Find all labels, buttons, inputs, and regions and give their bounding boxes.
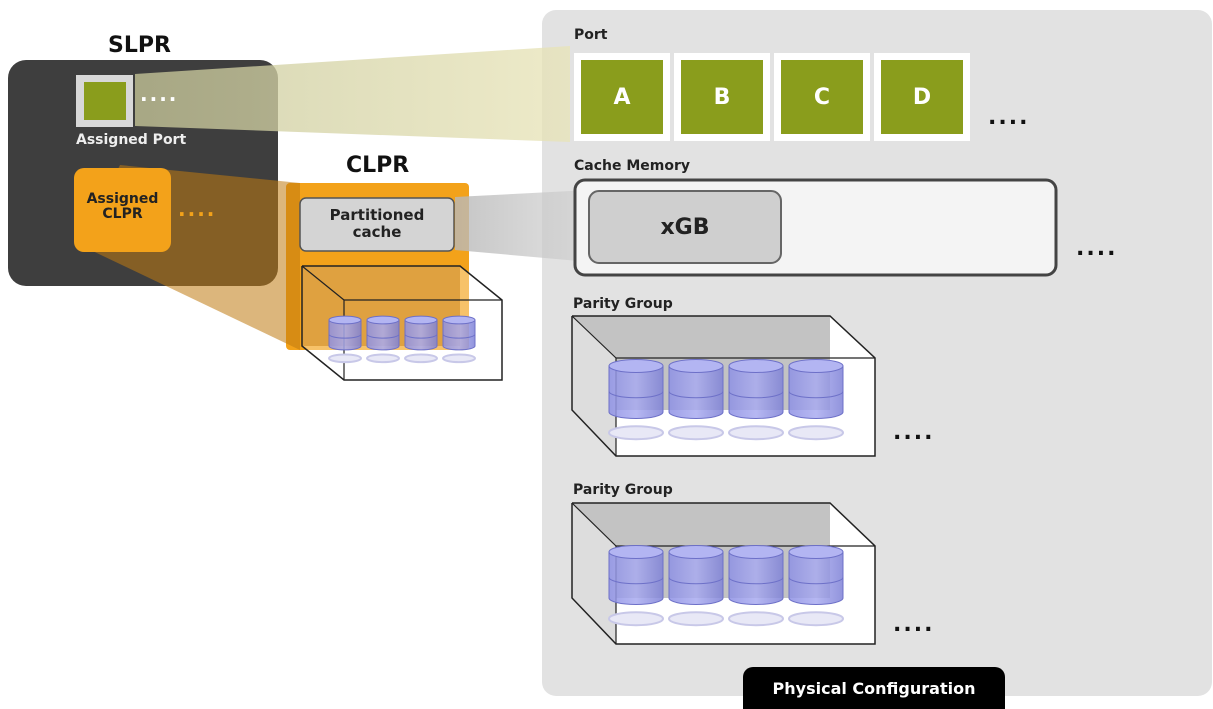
cache-size-label: xGB xyxy=(660,215,710,240)
port-c-box: C xyxy=(774,53,870,141)
port-heading: Port xyxy=(574,27,608,43)
parity-group-1-ellipsis: .... xyxy=(893,420,935,445)
slpr-clpr-ellipsis: .... xyxy=(178,197,217,221)
port-d-box: D xyxy=(874,53,970,141)
port-a-box: A xyxy=(574,53,670,141)
port-a-label: A xyxy=(581,60,663,134)
physical-configuration-label: Physical Configuration xyxy=(743,667,1005,709)
parity-group-2-ellipsis: .... xyxy=(893,612,935,637)
slpr-title: SLPR xyxy=(108,33,171,58)
parity-group-1-heading: Parity Group xyxy=(573,296,673,312)
ports-ellipsis: .... xyxy=(988,105,1030,130)
port-b-label: B xyxy=(681,60,763,134)
slpr-port-ellipsis: .... xyxy=(140,82,179,106)
port-c-label: C xyxy=(781,60,863,134)
parity-group-2-heading: Parity Group xyxy=(573,482,673,498)
cache-memory-heading: Cache Memory xyxy=(574,158,691,174)
clpr-title: CLPR xyxy=(346,153,410,178)
partitioned-cache-label: Partitioned cache xyxy=(329,206,425,241)
cache-ellipsis: .... xyxy=(1076,236,1118,261)
assigned-clpr-label: Assigned CLPR xyxy=(86,191,159,222)
port-d-label: D xyxy=(881,60,963,134)
port-b-box: B xyxy=(674,53,770,141)
assigned-port-label: Assigned Port xyxy=(76,132,187,148)
